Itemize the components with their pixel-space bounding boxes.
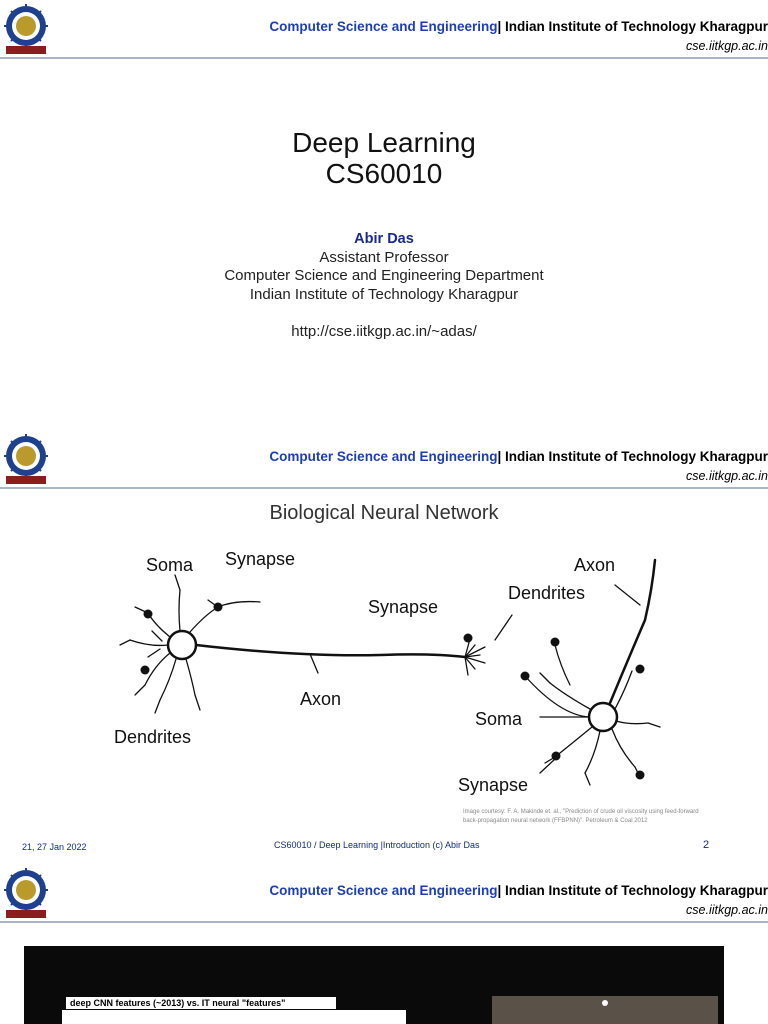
page-number: 2 [703, 839, 710, 851]
slide-title-line2: CS60010 [325, 158, 443, 189]
label-axon-mid: Axon [300, 689, 341, 709]
light-icon [602, 1000, 608, 1006]
header-divider [0, 57, 768, 59]
footer-date: 21, 27 Jan 2022 [22, 842, 87, 852]
image-credit-line2: back-propagation neural network (FFBPNN)… [463, 818, 648, 824]
header-inst: | Indian Institute of Technology Kharagp… [497, 19, 768, 34]
header-url: cse.iitkgp.ac.in [686, 903, 768, 917]
iit-logo-icon [4, 868, 48, 918]
header-divider [0, 487, 768, 489]
label-axon-right: Axon [574, 555, 615, 575]
label-dendrites-right: Dendrites [508, 583, 585, 603]
iit-logo-icon [4, 434, 48, 484]
header-inst: | Indian Institute of Technology Kharagp… [497, 883, 768, 898]
author-name: Abir Das [354, 231, 414, 247]
header-inst: | Indian Institute of Technology Kharagp… [497, 449, 768, 464]
header-url: cse.iitkgp.ac.in [686, 469, 768, 483]
label-synapse-left: Synapse [225, 549, 295, 569]
label-synapse-bottom: Synapse [458, 775, 528, 795]
slide-title-line1: Deep Learning [292, 127, 476, 158]
header-title: Computer Science and Engineering| Indian… [269, 449, 768, 464]
header-dept: Computer Science and Engineering [269, 449, 498, 464]
header-title: Computer Science and Engineering| Indian… [269, 19, 768, 34]
slide-1: Computer Science and Engineering| Indian… [0, 0, 768, 425]
image-credit-line1: Image courtesy: F. A. Makinde et. al., "… [463, 809, 699, 815]
author-institute: Indian Institute of Technology Kharagpur [249, 286, 519, 303]
header-dept: Computer Science and Engineering [269, 19, 498, 34]
image-credit: Image courtesy: F. A. Makinde et. al., "… [463, 808, 768, 826]
slide-2-title: Biological Neural Network [269, 502, 499, 524]
label-synapse-mid: Synapse [368, 597, 438, 617]
header-dept: Computer Science and Engineering [269, 883, 498, 898]
author-position: Assistant Professor [319, 249, 449, 266]
label-soma-left: Soma [146, 555, 194, 575]
header-divider [0, 921, 768, 923]
slide-2: Computer Science and Engineering| Indian… [0, 430, 768, 860]
author-department: Computer Science and Engineering Departm… [224, 267, 544, 284]
label-soma-right: Soma [475, 709, 523, 729]
video-caption: deep CNN features (~2013) vs. IT neural … [66, 997, 336, 1009]
label-dendrites-left: Dendrites [114, 727, 191, 747]
iit-logo-icon [4, 4, 48, 54]
header-title: Computer Science and Engineering| Indian… [269, 883, 768, 898]
author-homepage[interactable]: http://cse.iitkgp.ac.in/~adas/ [291, 323, 477, 340]
video-frame-room [492, 996, 718, 1024]
video-frame-panel [62, 1010, 406, 1024]
header-url: cse.iitkgp.ac.in [686, 39, 768, 53]
footer-course: CS60010 / Deep Learning |Introduction (c… [274, 840, 480, 850]
neuron-diagram: Soma Synapse Dendrites Axon Synapse Dend… [114, 549, 661, 795]
